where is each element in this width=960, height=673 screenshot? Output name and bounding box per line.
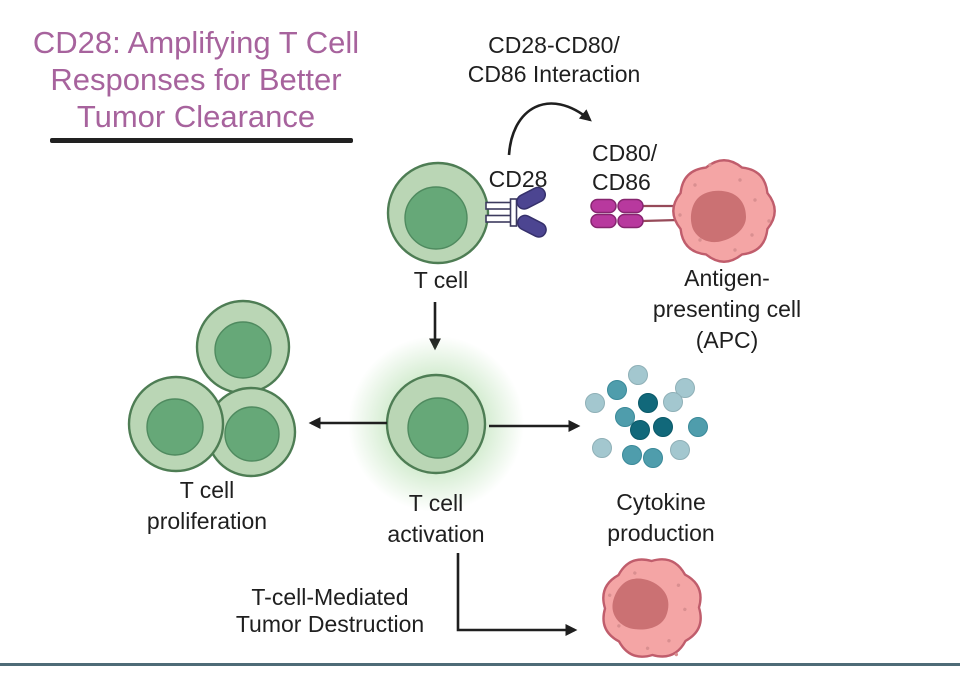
cytokine-label: Cytokine production: [607, 489, 715, 546]
t-cell-label: T cell: [413, 267, 469, 293]
arrow-activation-to-tumor: [456, 553, 578, 636]
cd28-receptor-icon: [485, 186, 547, 238]
t-cell-cluster-icon: [127, 299, 297, 478]
page-title: CD28: Amplifying T Cell Responses for Be…: [32, 25, 360, 134]
interaction-label: CD28-CD80/ CD86 Interaction: [467, 32, 641, 87]
bottom-divider: [0, 663, 960, 666]
arrow-interaction-curve: [507, 102, 592, 156]
tumor-cell-icon: [584, 540, 720, 673]
apc-cell-icon: [672, 159, 776, 263]
cd28-label: CD28: [488, 166, 548, 192]
tumor-destruction-label: T-cell-Mediated Tumor Destruction: [235, 584, 425, 637]
activation-label: T cell activation: [387, 490, 485, 547]
proliferation-label: T cell proliferation: [146, 477, 268, 534]
activated-t-cell-icon: [348, 336, 524, 512]
title-underline: [50, 138, 353, 143]
cd80-cd86-ligand-icon: [590, 198, 679, 229]
cd80-cd86-label: CD80/ CD86: [592, 140, 658, 195]
apc-label: Antigen- presenting cell (APC): [652, 265, 802, 353]
t-cell-icon: [386, 161, 490, 265]
cytokine-dots-icon: [585, 365, 708, 468]
